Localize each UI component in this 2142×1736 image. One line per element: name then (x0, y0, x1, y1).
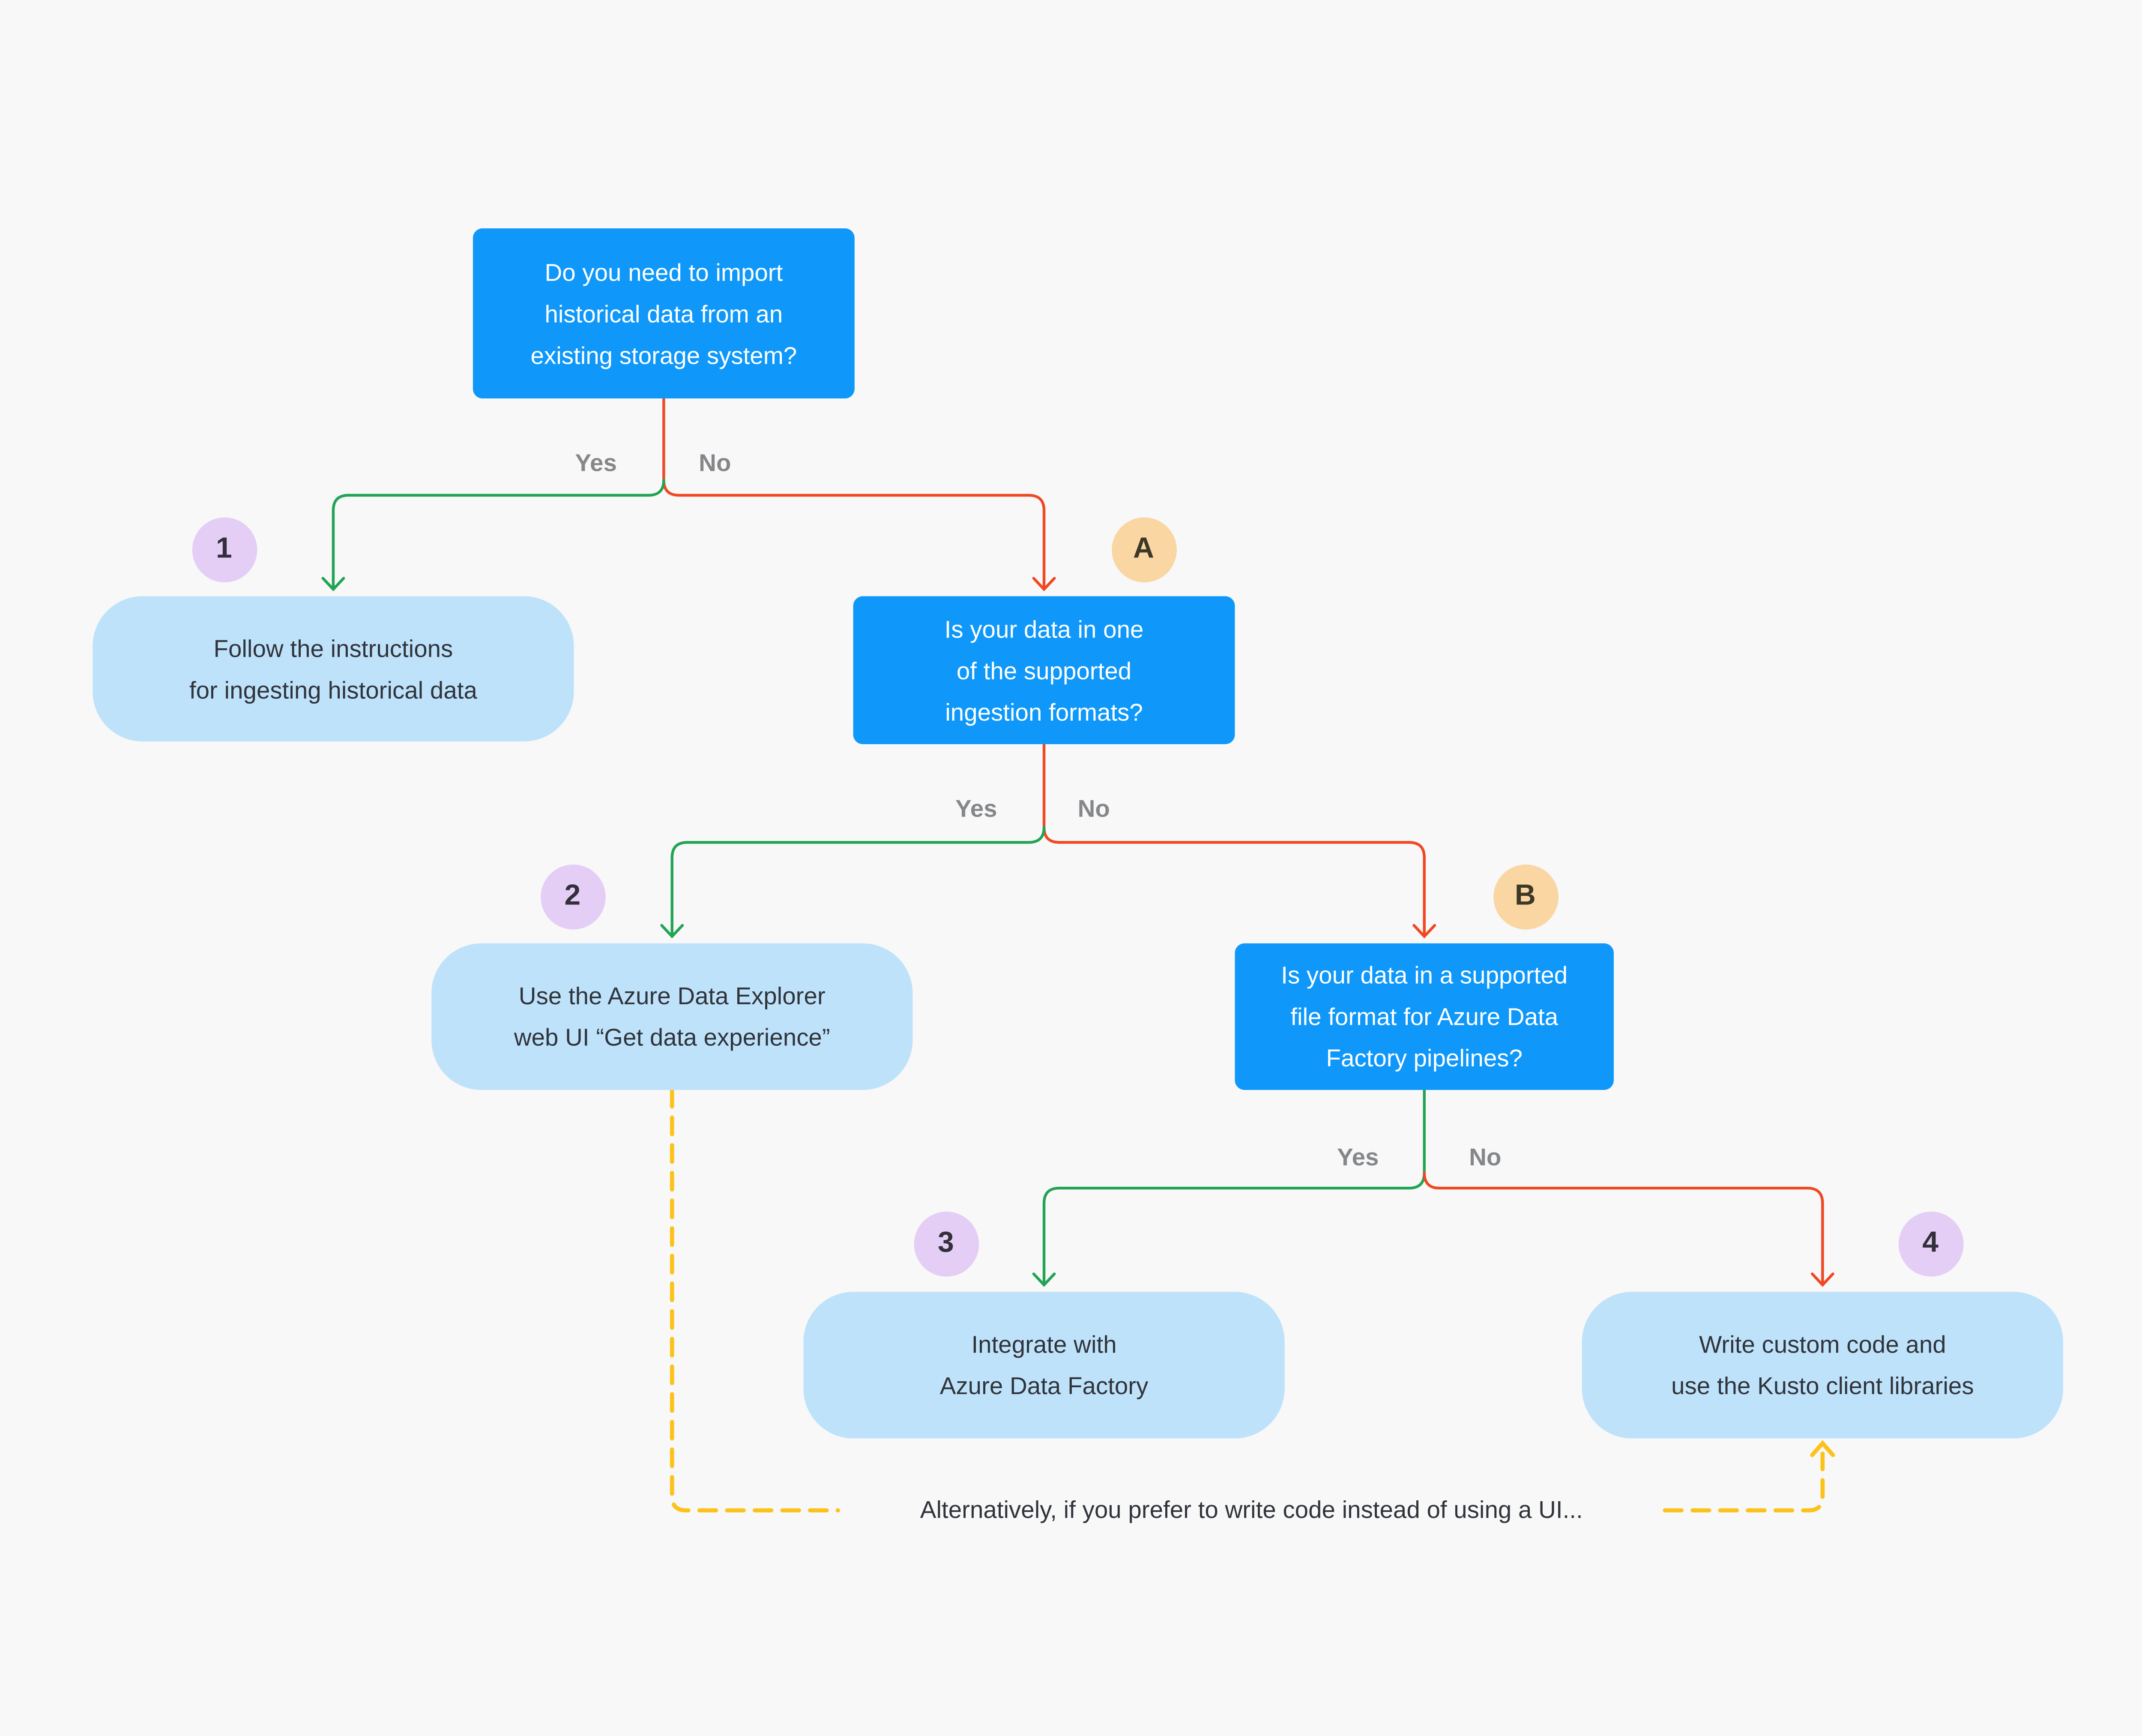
edge-alt-right-line (1663, 1452, 1825, 1513)
label-qA-no: No (1077, 794, 1110, 823)
edge-q1-no-line (662, 397, 1046, 588)
step-badge-1: 1 (191, 517, 257, 582)
action-text-line: Integrate with (971, 1330, 1117, 1359)
decision-import-historical: Do you need to import historical data fr… (473, 228, 855, 399)
decision-text-line: of the supported (956, 656, 1132, 684)
decision-text-line: existing storage system? (530, 341, 797, 369)
action-text-line: Write custom code and (1699, 1330, 1946, 1359)
edge-alt-left-line (670, 1088, 840, 1513)
edge-q1-yes-line (332, 479, 665, 588)
edge-qB-no-line (1423, 1171, 1824, 1284)
decision-text-line: Is your data in one (944, 615, 1144, 643)
decision-text-line: ingestion formats? (945, 697, 1143, 726)
alternative-note: Alternatively, if you prefer to write co… (920, 1496, 1583, 1524)
label-qB-no: No (1469, 1143, 1502, 1171)
action-text-line: Use the Azure Data Explorer (518, 982, 826, 1010)
edge-qA-yes-line (670, 826, 1046, 935)
action-text-line: for ingesting historical data (189, 676, 477, 703)
action-web-ui-get-data: Use the Azure Data Explorer web UI “Get … (431, 943, 913, 1090)
edge-qA-no-line (1042, 742, 1426, 935)
step-badge-3: 3 (913, 1211, 978, 1276)
action-integrate-adf: Integrate with Azure Data Factory (803, 1292, 1285, 1439)
action-text-line: web UI “Get data experience” (514, 1024, 830, 1051)
label-q1-yes: Yes (575, 449, 617, 477)
action-custom-code-kusto: Write custom code and use the Kusto clie… (1582, 1292, 2064, 1439)
arrowhead-q1-no (1032, 577, 1056, 592)
action-ingest-historical-data: Follow the instructions for ingesting hi… (93, 596, 574, 742)
decision-adf-file-format: Is your data in a supported file format … (1235, 943, 1614, 1090)
arrowhead-qA-no (1412, 924, 1436, 939)
label-q1-no: No (699, 449, 731, 477)
branch-badge-b: B (1493, 864, 1558, 929)
arrowhead-alt-up (1810, 1440, 1835, 1458)
step-badge-4: 4 (1898, 1211, 1963, 1276)
decision-text-line: historical data from an (544, 299, 783, 327)
connector-layer (321, 397, 1835, 1513)
arrowhead-q1-yes (321, 577, 345, 592)
arrowhead-qA-yes (660, 924, 684, 939)
decision-text-line: Factory pipelines? (1326, 1044, 1523, 1072)
decision-text-line: Is your data in a supported (1281, 961, 1568, 989)
arrowhead-qB-yes (1032, 1272, 1056, 1287)
decision-text-line: Do you need to import (544, 258, 783, 286)
edge-qB-yes-line (1042, 1088, 1426, 1284)
label-qB-yes: Yes (1337, 1143, 1379, 1171)
arrowhead-qB-no (1810, 1272, 1834, 1287)
action-text-line: Follow the instructions (213, 634, 453, 662)
branch-badge-a: A (1111, 517, 1176, 582)
label-qA-yes: Yes (955, 794, 997, 823)
action-text-line: use the Kusto client libraries (1671, 1372, 1974, 1400)
decision-supported-ingestion-format: Is your data in one of the supported ing… (853, 596, 1235, 745)
flowchart-canvas: Do you need to import historical data fr… (0, 168, 2142, 1568)
step-badge-2: 2 (540, 864, 605, 929)
action-text-line: Azure Data Factory (939, 1372, 1149, 1400)
decision-text-line: file format for Azure Data (1290, 1003, 1559, 1031)
